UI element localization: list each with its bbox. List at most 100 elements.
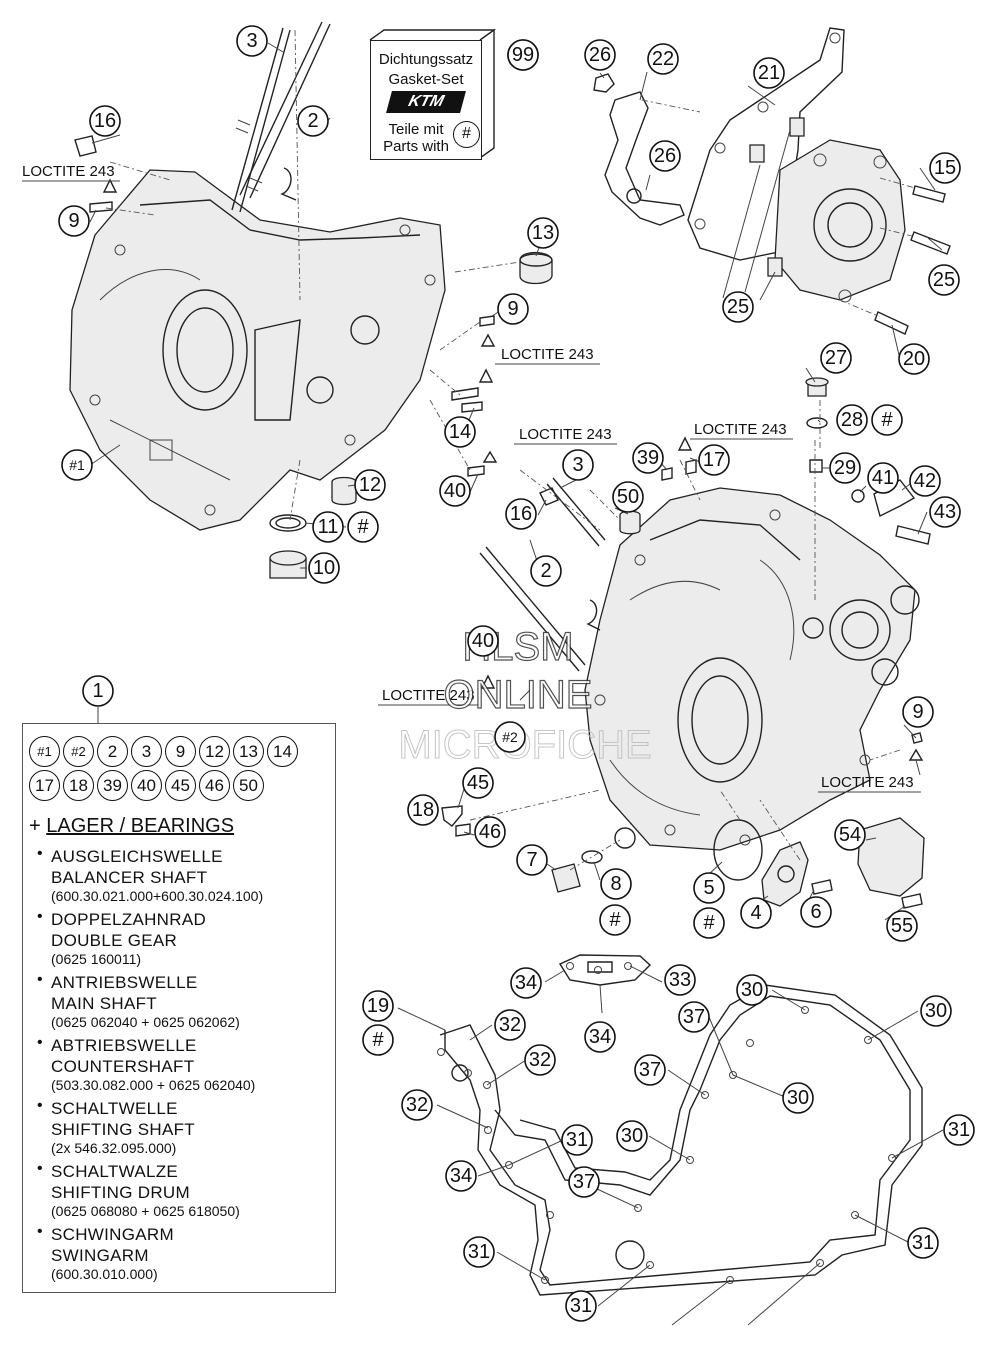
- loctite-label: LOCTITE 243: [694, 421, 787, 438]
- kit-mark-callout: #: [453, 121, 480, 148]
- loctite-label: LOCTITE 243: [821, 774, 914, 791]
- crankcase-gasket: [437, 954, 923, 1296]
- svg-text:27: 27: [825, 347, 847, 369]
- kit-label-en: Gasket-Set: [388, 71, 464, 88]
- callout-50: 50: [612, 481, 644, 513]
- bearings-title: LAGER / BEARINGS: [46, 815, 235, 837]
- svg-text:37: 37: [683, 1006, 705, 1028]
- callout-31: 31: [561, 1124, 593, 1156]
- legend-chip-50: 50: [233, 770, 264, 801]
- callout-99: 99: [507, 39, 539, 71]
- svg-text:#: #: [609, 909, 621, 931]
- bearing-name-de: SCHALTWALZE: [51, 1162, 179, 1181]
- callout-18: 18: [407, 794, 439, 826]
- svg-text:55: 55: [891, 915, 913, 937]
- callout-37: 37: [568, 1166, 600, 1198]
- legend-chip-46: 46: [199, 770, 230, 801]
- svg-text:#: #: [372, 1029, 384, 1051]
- callout-20: 20: [898, 343, 930, 375]
- callout-7: 7: [516, 844, 548, 876]
- svg-text:34: 34: [515, 972, 537, 994]
- svg-text:9: 9: [68, 210, 79, 232]
- callout-16: 16: [505, 498, 537, 530]
- svg-text:31: 31: [570, 1295, 592, 1317]
- callout-10: 10: [308, 552, 340, 584]
- callout-32: 32: [494, 1009, 526, 1041]
- svg-text:9: 9: [912, 701, 923, 723]
- svg-text:3: 3: [572, 454, 583, 476]
- svg-text:25: 25: [933, 269, 955, 291]
- bearing-part-number: (0625 160011): [51, 951, 142, 967]
- svg-text:40: 40: [472, 630, 494, 652]
- callout-hash1: #1: [61, 449, 93, 481]
- callout-12: 12: [354, 469, 386, 501]
- bearing-part-number: (0625 068080 + 0625 618050): [51, 1203, 240, 1219]
- callout-34: 34: [445, 1160, 477, 1192]
- svg-text:30: 30: [925, 1000, 947, 1022]
- bearing-part-number: (503.30.082.000 + 0625 062040): [51, 1077, 256, 1093]
- kit-note-de: Teile mit: [388, 121, 444, 138]
- svg-text:30: 30: [621, 1125, 643, 1147]
- callout-11: 11: [312, 511, 344, 543]
- callout-30: 30: [616, 1120, 648, 1152]
- ktm-logo: KTM: [386, 91, 466, 113]
- callout-30: 30: [920, 995, 952, 1027]
- callout-31: 31: [565, 1290, 597, 1322]
- legend-chip-3: 3: [131, 736, 162, 767]
- svg-text:31: 31: [566, 1129, 588, 1151]
- callout-34: 34: [510, 967, 542, 999]
- callout-32: 32: [524, 1044, 556, 1076]
- right-crankcase-half: [584, 487, 920, 851]
- callout-5: 5: [693, 872, 725, 904]
- legend-chip-12: 12: [199, 736, 230, 767]
- svg-text:2: 2: [307, 110, 318, 132]
- svg-text:32: 32: [529, 1049, 551, 1071]
- bearing-part-number: (600.30.021.000+600.30.024.100): [51, 888, 264, 904]
- svg-text:18: 18: [412, 799, 434, 821]
- callout-hash: #: [362, 1024, 394, 1056]
- svg-text:31: 31: [948, 1119, 970, 1141]
- kit-note-en: Parts with: [383, 138, 449, 155]
- svg-text:2: 2: [540, 560, 551, 582]
- callout-9: 9: [497, 293, 529, 325]
- watermark-line-3: MICROFICHE: [398, 723, 651, 767]
- bearing-name-de: SCHALTWELLE: [51, 1099, 178, 1118]
- bearing-name-en: SWINGARM: [51, 1246, 149, 1265]
- bearing-name-de: ANTRIEBSWELLE: [51, 973, 198, 992]
- callout-30: 30: [782, 1082, 814, 1114]
- bearing-part-number: (2x 546.32.095.000): [51, 1140, 177, 1156]
- bearing-name-de: AUSGLEICHSWELLE: [51, 847, 223, 866]
- bearing-name-en: SHIFTING DRUM: [51, 1183, 190, 1202]
- callout-33: 33: [664, 964, 696, 996]
- svg-text:12: 12: [359, 474, 381, 496]
- callout-14: 14: [444, 416, 476, 448]
- callout-31: 31: [463, 1236, 495, 1268]
- loctite-label: LOCTITE 243: [501, 346, 594, 363]
- studs-left: [231, 21, 331, 213]
- callout-41: 41: [867, 462, 899, 494]
- svg-text:16: 16: [94, 110, 116, 132]
- callout-3: 3: [236, 25, 268, 57]
- svg-text:#: #: [357, 516, 369, 538]
- svg-text:19: 19: [367, 995, 389, 1017]
- callout-42: 42: [909, 465, 941, 497]
- callout-37: 37: [678, 1001, 710, 1033]
- loctite-labels: LOCTITE 243 LOCTITE 243 LOCTITE 243 LOCT…: [22, 163, 921, 793]
- callout-9: 9: [58, 205, 90, 237]
- legend-chip-hash1: #1: [29, 736, 60, 767]
- legend-chip-2: 2: [97, 736, 128, 767]
- callout-43: 43: [929, 496, 961, 528]
- callout-40: 40: [439, 475, 471, 507]
- callout-26: 26: [584, 39, 616, 71]
- svg-text:32: 32: [499, 1014, 521, 1036]
- legend-chip-18: 18: [63, 770, 94, 801]
- svg-text:34: 34: [450, 1165, 472, 1187]
- callout-9: 9: [902, 696, 934, 728]
- svg-text:46: 46: [479, 821, 501, 843]
- kit-label-de: Dichtungssatz: [378, 51, 474, 68]
